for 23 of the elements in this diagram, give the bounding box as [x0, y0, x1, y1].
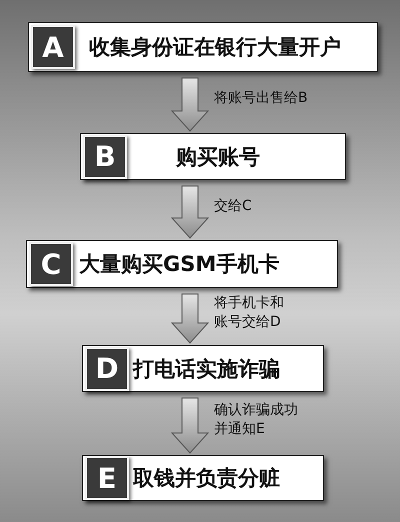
step-text: 大量购买GSM手机卡 [79, 251, 280, 278]
edge-label: 交给C [214, 196, 253, 216]
edge-label: 将手机卡和账号交给D [214, 294, 285, 332]
step-box [26, 240, 338, 288]
letter-badge: A [31, 25, 75, 69]
step-box [28, 22, 378, 72]
step-box [82, 455, 324, 501]
letter-badge: B [83, 134, 127, 178]
letter-badge: D [85, 346, 129, 390]
arrow [170, 294, 210, 344]
arrow [170, 78, 210, 132]
letter-badge: E [85, 456, 129, 500]
edge-label: 将账号出售给B [214, 89, 309, 108]
step-text: 收集身份证在银行大量开户 [89, 34, 341, 61]
step-text: 购买账号 [176, 144, 260, 170]
arrow [170, 398, 210, 454]
step-box [80, 133, 346, 180]
arrow [170, 186, 210, 239]
letter-badge: C [29, 242, 73, 286]
step-text: 打电话实施诈骗 [133, 356, 280, 382]
step-box [82, 345, 324, 392]
step-text: 取钱并负责分赃 [133, 465, 280, 492]
edge-label: 确认诈骗成功并通知E [214, 400, 299, 438]
